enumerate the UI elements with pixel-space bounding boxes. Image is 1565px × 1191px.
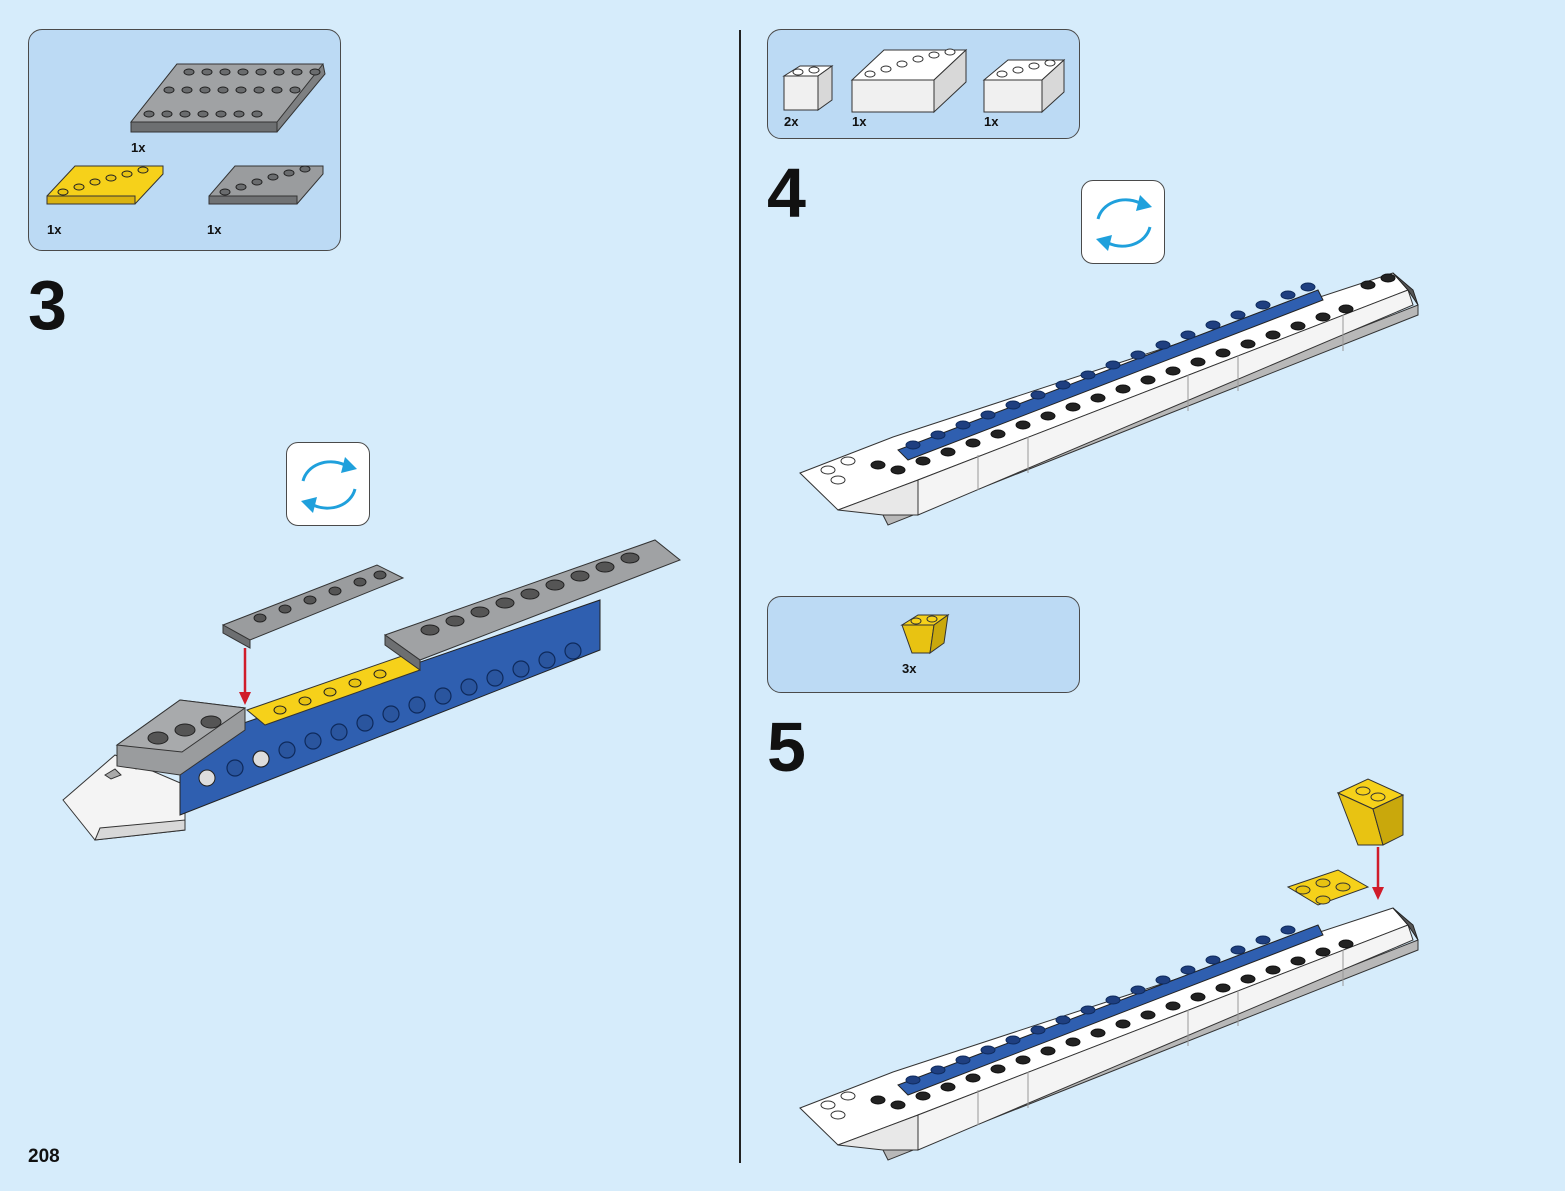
part-yellow-plate-1x6 [46, 165, 164, 205]
part-qty: 1x [131, 140, 146, 155]
part-qty: 1x [852, 114, 867, 129]
part-white-brick-1x4 [982, 58, 1066, 114]
part-white-brick-1x2 [782, 65, 834, 111]
part-yellow-inverted-slope-2x1 [900, 613, 950, 655]
rotate-model-icon [1096, 195, 1152, 251]
part-grey-plate-2x10 [129, 63, 326, 133]
page-number: 208 [28, 1146, 60, 1167]
part-qty: 2x [784, 114, 799, 129]
part-qty: 1x [207, 222, 222, 237]
part-qty: 1x [47, 222, 62, 237]
parts-callout-step-3: 1x 1x 1x [28, 29, 341, 251]
step-number: 5 [767, 708, 806, 786]
part-qty: 1x [984, 114, 999, 129]
part-qty: 3x [902, 661, 917, 676]
model-step-5 [799, 778, 1419, 1161]
model-step-3 [62, 539, 681, 841]
rotate-model-callout [1081, 180, 1165, 264]
part-white-brick-1x6 [850, 48, 968, 114]
insert-arrow-icon [1372, 847, 1384, 900]
part-grey-plate-1x6 [208, 165, 324, 205]
parts-callout-step-5: 3x [767, 596, 1080, 693]
step-number: 3 [28, 266, 67, 344]
model-step-4 [799, 272, 1419, 526]
insert-arrow-icon [239, 648, 251, 705]
parts-callout-step-4: 2x 1x 1x [767, 29, 1080, 139]
rotate-model-icon [301, 457, 357, 513]
step-number: 4 [767, 154, 806, 232]
rotate-model-callout [286, 442, 370, 526]
column-divider [739, 30, 741, 1163]
